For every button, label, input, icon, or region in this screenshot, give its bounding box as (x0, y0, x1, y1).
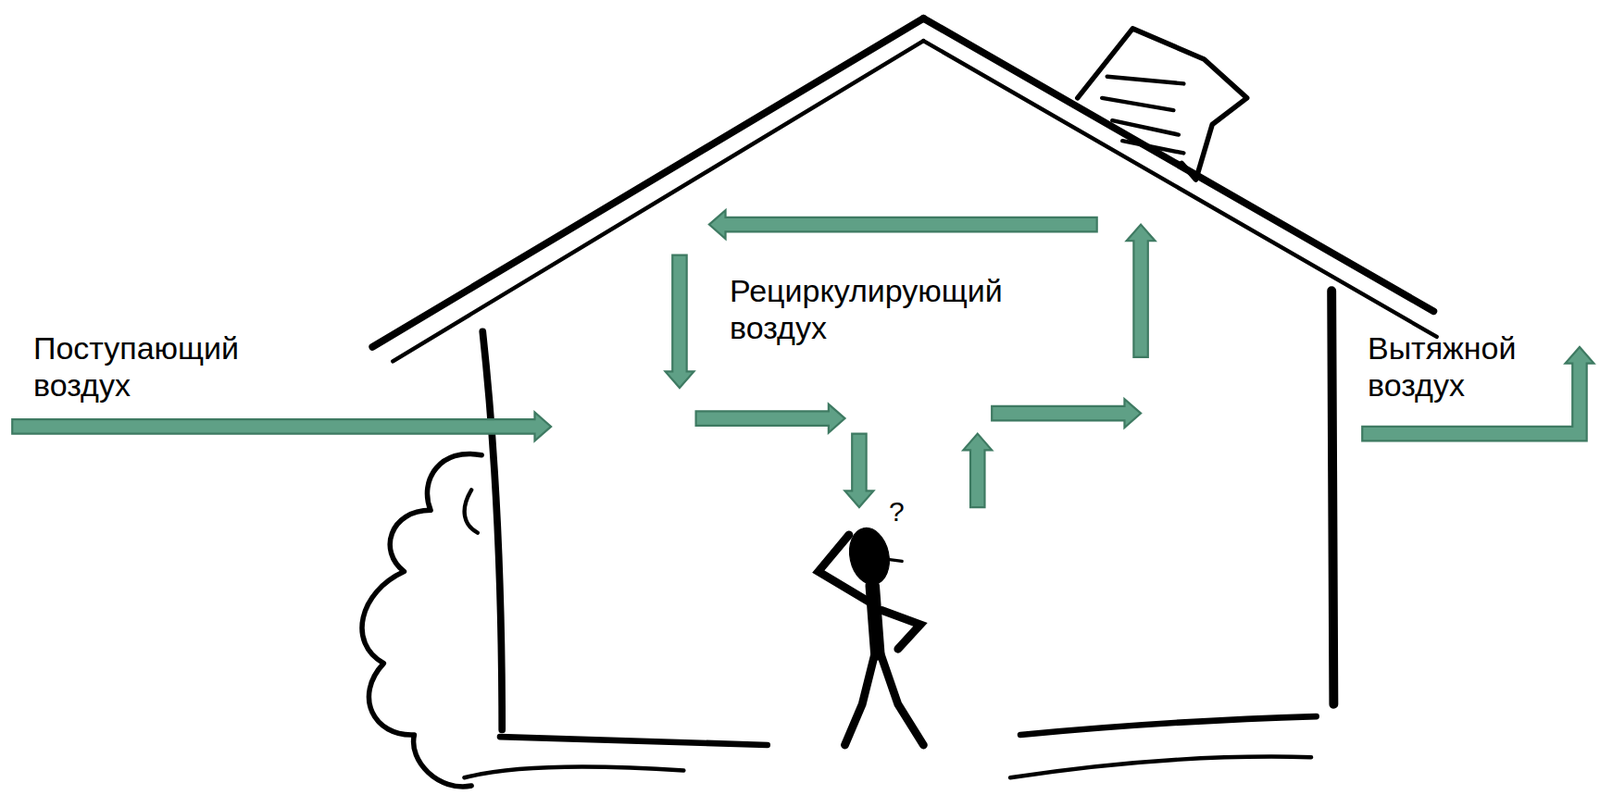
person-mouth (887, 559, 902, 562)
flow-arrow (665, 255, 695, 388)
person-arm (818, 535, 870, 603)
house-sketch (362, 18, 1438, 788)
roof-line (923, 18, 1434, 312)
roof-vent-lines (1101, 76, 1184, 154)
flow-arrow (962, 434, 992, 508)
person-body (872, 586, 878, 654)
ground-line (1010, 757, 1312, 779)
air-arrows (12, 210, 1594, 508)
person-arm (881, 610, 921, 650)
roof-vent (1077, 28, 1248, 180)
flow-label: Рециркулирующий воздух (729, 272, 869, 347)
flow-arrow (696, 404, 846, 434)
right-wall (1331, 290, 1334, 705)
person-leg (844, 651, 875, 746)
flow-arrow (12, 412, 551, 441)
flow-label: Поступающий воздух (33, 329, 173, 404)
floor-line (1020, 716, 1317, 736)
person-figure (818, 524, 925, 746)
roof-line (392, 40, 924, 362)
roof-line (372, 18, 924, 348)
bush (362, 453, 482, 788)
person-leg (879, 651, 924, 746)
flow-arrow (709, 210, 1098, 239)
flow-label: Вытяжной воздух (1367, 329, 1507, 404)
left-wall (482, 331, 502, 730)
flow-arrow (991, 399, 1141, 428)
ground-line (463, 766, 684, 778)
floor-line (500, 737, 768, 746)
flow-arrow (1126, 225, 1156, 358)
flow-arrow (844, 434, 874, 508)
question-mark: ? (888, 496, 917, 528)
roof-line (923, 40, 1437, 338)
bush (464, 489, 478, 533)
